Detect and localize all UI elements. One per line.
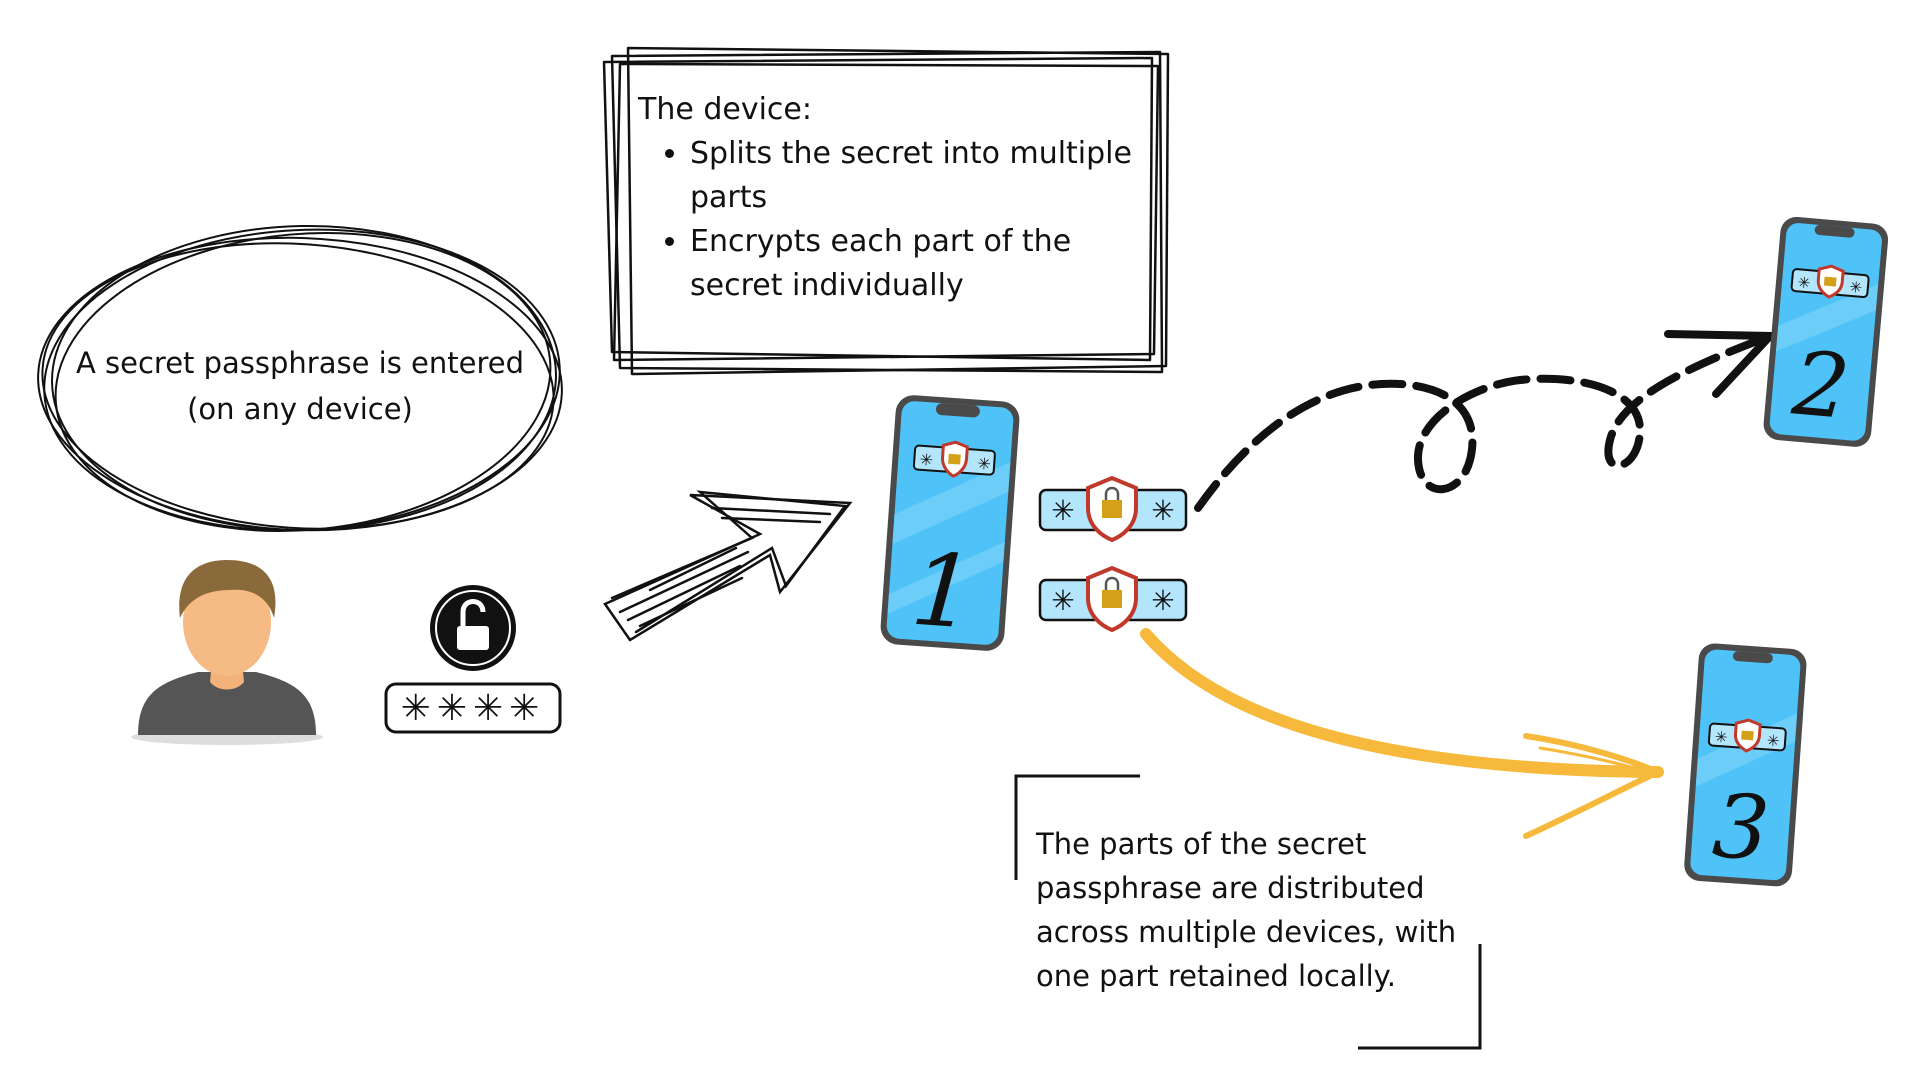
svg-text:✳: ✳ [1051, 584, 1074, 617]
phone-icon: ✳ ✳ 2 [1763, 216, 1889, 447]
svg-text:✳: ✳ [919, 450, 934, 470]
encrypted-part-badge: ✳ ✳ [1038, 475, 1188, 543]
device-box-bullet: Encrypts each part of the secret individ… [690, 220, 1138, 308]
svg-text:✳: ✳ [1766, 731, 1780, 750]
svg-text:✳: ✳ [1051, 494, 1074, 527]
shield-lock-icon [1086, 475, 1138, 543]
svg-text:✳: ✳ [1151, 494, 1174, 527]
encrypted-part-badge: ✳ ✳ [1038, 565, 1188, 633]
device-box-text: The device: Splits the secret into multi… [638, 88, 1138, 308]
phone-icon: ✳ ✳ 3 [1684, 643, 1807, 887]
svg-text:✳: ✳ [1714, 728, 1728, 747]
device-box-bullets: Splits the secret into multiple parts En… [638, 132, 1138, 308]
svg-text:✳: ✳ [1849, 278, 1863, 297]
svg-text:✳: ✳ [1797, 273, 1811, 292]
sketch-ellipse [37, 224, 563, 533]
dashed-arrow-to-phone-2 [1194, 330, 1780, 512]
user-bubble-line-1: A secret passphrase is entered [75, 346, 525, 380]
sketch-arrow [603, 490, 853, 642]
phone-label-3: 3 [1709, 774, 1772, 881]
sketch-rectangle [602, 46, 1170, 376]
user-bubble-line-2: (on any device) [187, 392, 413, 426]
svg-text:✳: ✳ [977, 454, 992, 474]
note-bracket [1014, 774, 1482, 1050]
shield-lock-icon [1086, 565, 1138, 633]
phone-label-1: 1 [907, 531, 979, 652]
svg-text:✳: ✳ [1151, 584, 1174, 617]
password-field: ✳✳✳✳ [384, 682, 562, 734]
phone-label-2: 2 [1788, 331, 1854, 439]
distribution-note: The parts of the secret passphrase are d… [1036, 827, 1457, 993]
device-box-bullet: Splits the secret into multiple parts [690, 132, 1138, 220]
user-bubble-text: A secret passphrase is entered (on any d… [60, 340, 540, 432]
phone-icon: ✳ ✳ 1 [880, 395, 1020, 652]
unlock-icon [430, 585, 516, 671]
user-avatar-icon [131, 560, 323, 745]
yellow-arrow-to-phone-3 [1140, 628, 1664, 839]
device-box-heading: The device: [638, 92, 812, 127]
password-masked: ✳✳✳✳ [401, 688, 546, 729]
